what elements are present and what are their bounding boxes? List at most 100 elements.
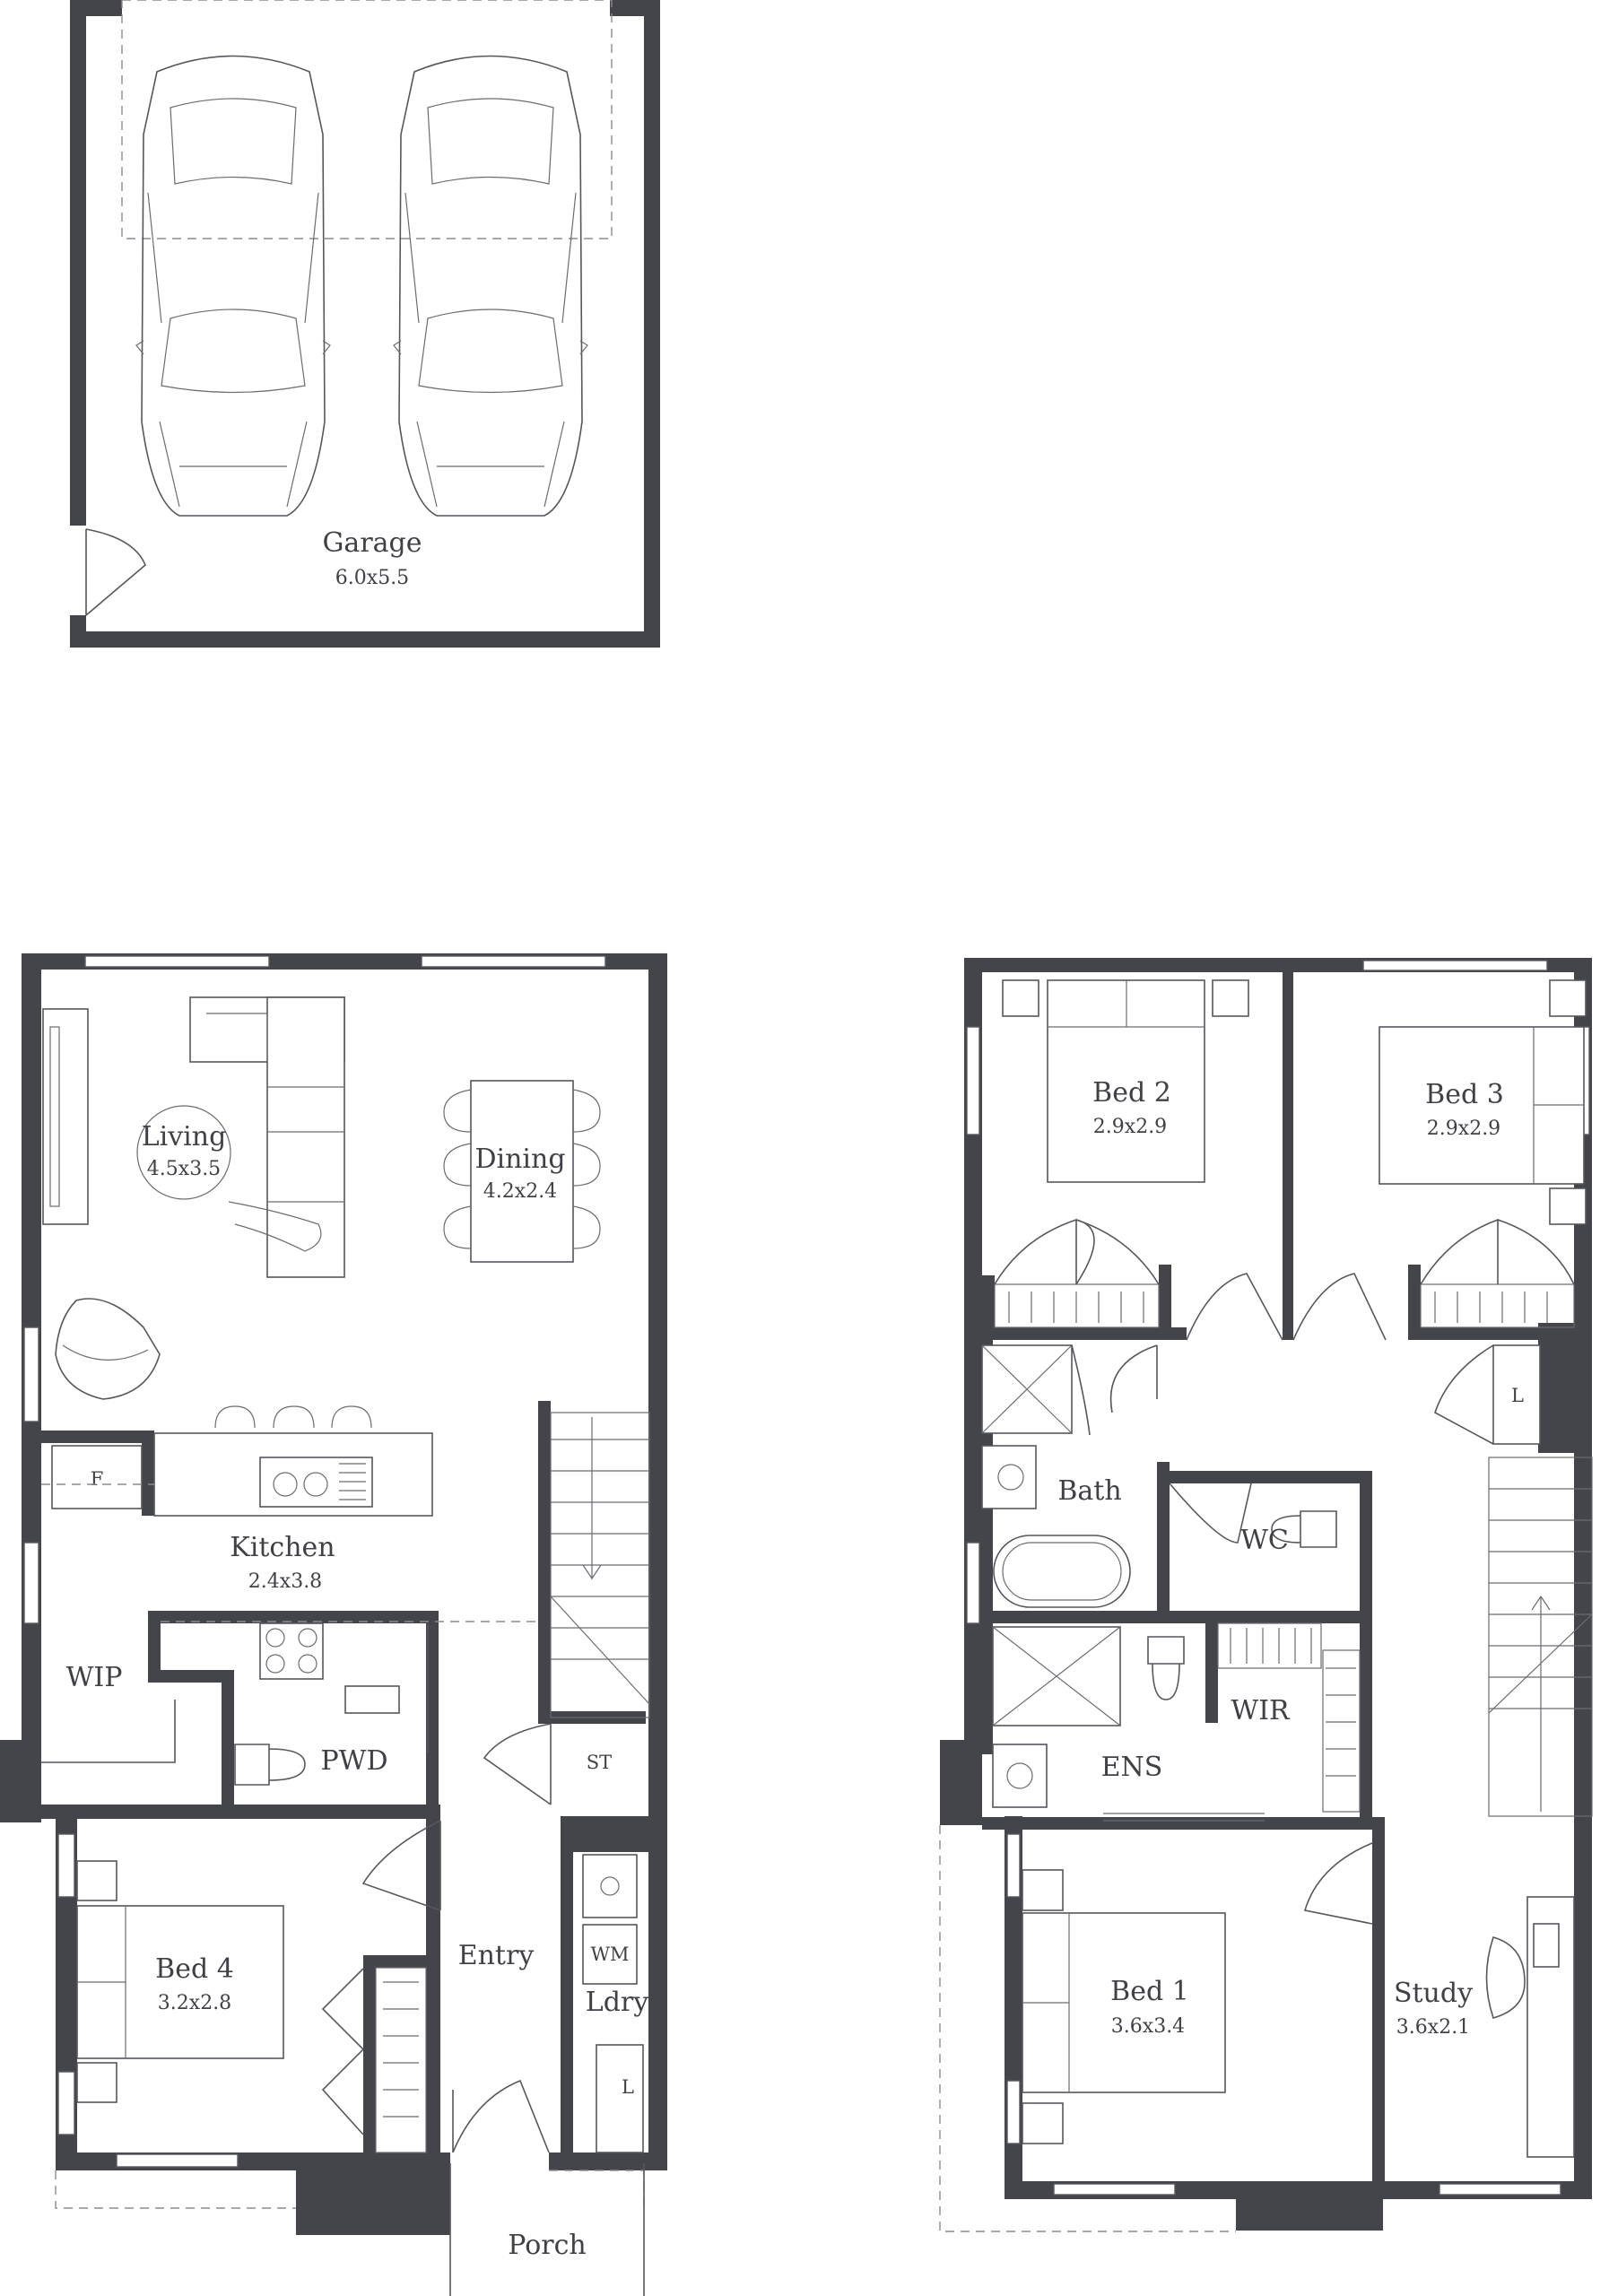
wc-label: WC <box>1240 1525 1289 1556</box>
kitchen-dims: 2.4x3.8 <box>248 1570 322 1593</box>
car-right <box>393 55 588 517</box>
bath-basin <box>981 1445 1037 1509</box>
wir-label: WIR <box>1231 1695 1291 1726</box>
gf-window-bed4-b <box>57 2071 75 2135</box>
fridge-label: F <box>91 1468 104 1490</box>
bed1-name: Bed 1 <box>1110 1976 1189 2007</box>
wc-toilet <box>1271 1510 1337 1548</box>
ldry-linen-label: L <box>622 2076 634 2098</box>
ens-basin <box>992 1744 1048 1808</box>
gf-wall-bed4-right <box>426 1805 440 2163</box>
garage-dims: 6.0x5.5 <box>335 567 409 589</box>
study-name: Study <box>1394 1978 1473 2009</box>
pwd-toilet <box>234 1744 306 1786</box>
uf-wall-ens-top <box>982 1611 1372 1623</box>
uf-window-bed2-side <box>966 1026 980 1135</box>
gf-wall-ldry-left <box>561 1816 573 2157</box>
laundry-tub <box>582 1854 638 1918</box>
uf-wall-wir-left <box>1205 1611 1218 1723</box>
garage-plan: Garage 6.0x5.5 <box>70 0 660 648</box>
bed3-bed <box>1379 1026 1585 1185</box>
porch-label: Porch <box>508 2230 587 2261</box>
bed2-robe-doors <box>994 1218 1160 1285</box>
bed3-robe <box>1420 1283 1575 1328</box>
bed1-side-table-b <box>1022 2102 1064 2144</box>
gf-wall-bottom-right <box>549 2152 667 2170</box>
bed1-door <box>1303 1842 1373 1925</box>
st-label: ST <box>587 1752 612 1773</box>
gf-window-bottom <box>116 2153 239 2168</box>
bed1-dims: 3.6x3.4 <box>1111 2015 1185 2038</box>
uf-wall-wc-right <box>1360 1471 1372 1623</box>
uf-window-bed1-a <box>1006 1833 1021 1898</box>
gf-wall-right <box>648 953 667 2169</box>
uf-wall-bed3-robe <box>1408 1327 1592 1340</box>
uf-window-bed3 <box>1362 960 1548 971</box>
gf-window-left-living <box>23 1326 39 1422</box>
bed4-door <box>361 1820 441 1911</box>
garage-wall-bottom <box>70 631 660 648</box>
gf-wall-pwd-right <box>426 1611 439 1817</box>
bed2-bed3-doors <box>1186 1273 1387 1341</box>
uf-wall-bed3-robe-side <box>1408 1265 1421 1340</box>
garage-wall-right <box>644 0 660 648</box>
garage-name: Garage <box>322 527 422 559</box>
pwd-label: PWD <box>320 1745 387 1777</box>
dining-name: Dining <box>474 1144 565 1175</box>
ldry-label: Ldry <box>586 1987 648 2018</box>
uf-wall-bed2-robe-side <box>1159 1265 1171 1340</box>
gf-window-top-right <box>421 955 606 968</box>
bar-stools <box>214 1405 372 1429</box>
gf-wall-left-pier <box>0 1740 41 1822</box>
uf-window-bed1-bottom <box>1053 2183 1176 2196</box>
bed3-dims: 2.9x2.9 <box>1427 1118 1500 1140</box>
uf-window-bed1-b <box>1006 2080 1021 2144</box>
bed2-dims: 2.9x2.9 <box>1093 1116 1167 1138</box>
washing-machine <box>582 1924 638 1985</box>
uf-wall-bed2-robe <box>982 1327 1187 1340</box>
living-rug-circle <box>136 1105 231 1200</box>
armchair <box>55 1298 161 1400</box>
wip-shelf <box>41 1700 176 1763</box>
porch-outline <box>449 2163 645 2296</box>
ground-floor-plan: F ST <box>0 953 667 2296</box>
uf-linen-door <box>1434 1344 1494 1445</box>
living-name: Living <box>142 1121 227 1152</box>
bed4-name: Bed 4 <box>155 1953 234 1985</box>
uf-wall-stair-pier <box>1538 1323 1592 1453</box>
sofa-chaise <box>266 996 345 1278</box>
study-monitor <box>1533 1923 1560 1968</box>
wir-hangers <box>1217 1622 1361 1813</box>
bed4-dims: 3.2x2.8 <box>158 1992 231 2014</box>
study-dims: 3.6x2.1 <box>1396 2016 1470 2039</box>
ldry-linen <box>596 2044 644 2153</box>
uf-wall-ens-bottom <box>982 1817 1372 1830</box>
bed4-side-table-b <box>76 2062 117 2103</box>
entry-label: Entry <box>458 1940 535 1971</box>
gf-wall-robe-top <box>363 1955 435 1968</box>
gf-window-bed4-a <box>57 1833 75 1898</box>
bed3-robe-doors <box>1420 1218 1575 1285</box>
gf-wall-bed4-top <box>41 1805 427 1819</box>
wm-label: WM <box>590 1944 629 1965</box>
gf-wall-stair <box>538 1401 551 1724</box>
gf-wall-fridge <box>38 1431 154 1443</box>
garage-wall-top-right <box>610 0 660 16</box>
dining-table <box>470 1080 574 1263</box>
uf-wall-right <box>1574 958 1592 2199</box>
entry-door <box>452 2079 550 2153</box>
uf-wall-left-pier <box>940 1740 982 1825</box>
car-left <box>135 55 331 517</box>
bath-label: Bath <box>1057 1475 1121 1507</box>
bath-door <box>1109 1344 1158 1413</box>
dining-chairs <box>443 1089 601 1249</box>
st-door <box>483 1723 552 1805</box>
ens-sliding-door <box>1103 1813 1265 1822</box>
bed4-robe-door <box>321 1968 364 2135</box>
garage-door-opening <box>70 526 86 615</box>
bed4-robe-hangers <box>375 1967 427 2153</box>
uf-linen-label: L <box>1511 1385 1524 1406</box>
gf-window-left-kitchen <box>23 1542 39 1624</box>
dining-dims: 4.2x2.4 <box>483 1180 557 1203</box>
kitchen-name: Kitchen <box>230 1532 335 1563</box>
